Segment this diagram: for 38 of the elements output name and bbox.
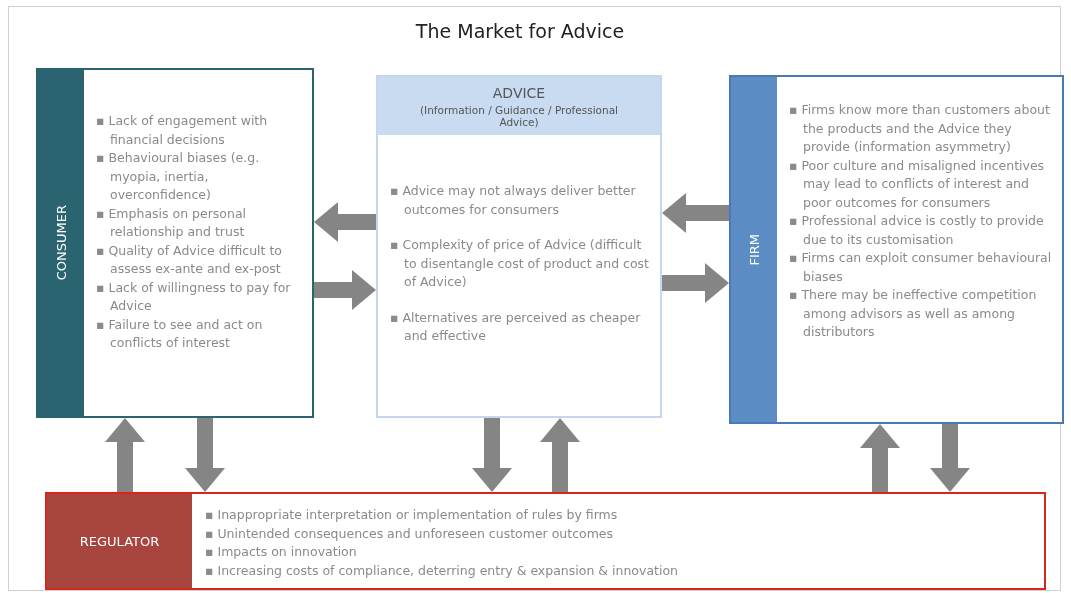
block-arrow: [930, 424, 970, 492]
block-arrow: [472, 418, 512, 492]
bullet-point-text: ▪ Alternatives are perceived as cheaper and effective: [390, 308, 642, 345]
block-arrow: [105, 418, 145, 492]
bullet-point-text: ▪ Increasing costs of compliance, deterring entry & expansion & innovation: [205, 561, 679, 580]
bullet-point-text: ▪ Emphasis on personal relationship and trust: [96, 204, 248, 241]
bullet-point-text: ▪ Behavioural biases (e.g. myopia, inertia, overconfidence): [96, 149, 261, 204]
bullet-point-text: ▪ There may be ineffective competition among advisors as well as among distributors: [789, 286, 1038, 341]
bullet-point-text: ▪ Firms know more than customers about the products and the Advice they provide (information asymmetry): [789, 101, 1051, 156]
block-arrow: [185, 418, 225, 492]
block-arrow: [540, 418, 580, 492]
bullet-point-text: ▪ Inappropriate interpretation or implementation of rules by firms: [205, 506, 619, 524]
bullet-point-text: ▪ Lack of willingness to pay for Advice: [96, 278, 292, 315]
bullet-point-text: ▪ Impacts on innovation: [205, 543, 358, 561]
block-arrow: [662, 193, 729, 233]
block-arrow: [860, 424, 900, 492]
bullet-point-text: ▪ Firms can exploit consumer behavioural biases: [789, 249, 1053, 286]
bullet-point-text: ▪ Quality of Advice difficult to assess ex-ante and ex-post: [96, 241, 283, 278]
bullet-point-text: ▪ Complexity of price of Advice (difficult to disentangle cost of product and cost of Advice): [390, 236, 650, 291]
bullet-point-text: ▪ Unintended consequences and unforeseen customer outcomes: [205, 524, 615, 543]
bullet-point-text: ▪ Failure to see and act on conflicts of interest: [96, 315, 264, 352]
bullet-point-text: ▪ Lack of engagement with financial decisions: [96, 112, 269, 149]
panel-heading: REGULATOR: [79, 533, 160, 549]
block-arrow: [314, 270, 376, 310]
block-arrow: [662, 263, 729, 303]
panel-heading: FIRM: [746, 233, 762, 266]
panel: [729, 75, 1064, 424]
panel-heading: ADVICE: [491, 84, 547, 101]
diagram-title: The Market for Advice: [414, 20, 626, 42]
panel: [376, 75, 662, 418]
bullet-point-text: ▪ Advice may not always deliver better outcomes for consumers: [390, 182, 637, 219]
panel-subheading: (Information / Guidance / Professional Advice): [419, 103, 619, 128]
panel-heading: CONSUMER: [53, 205, 69, 281]
panel: [36, 68, 314, 418]
panel: [45, 492, 1046, 590]
block-arrow: [314, 202, 376, 242]
bullet-point-text: ▪ Professional advice is costly to provide due to its customisation: [789, 212, 1045, 249]
bullet-point-text: ▪ Poor culture and misaligned incentives may lead to conflicts of interest and poor outcomes for consumers: [789, 156, 1046, 212]
